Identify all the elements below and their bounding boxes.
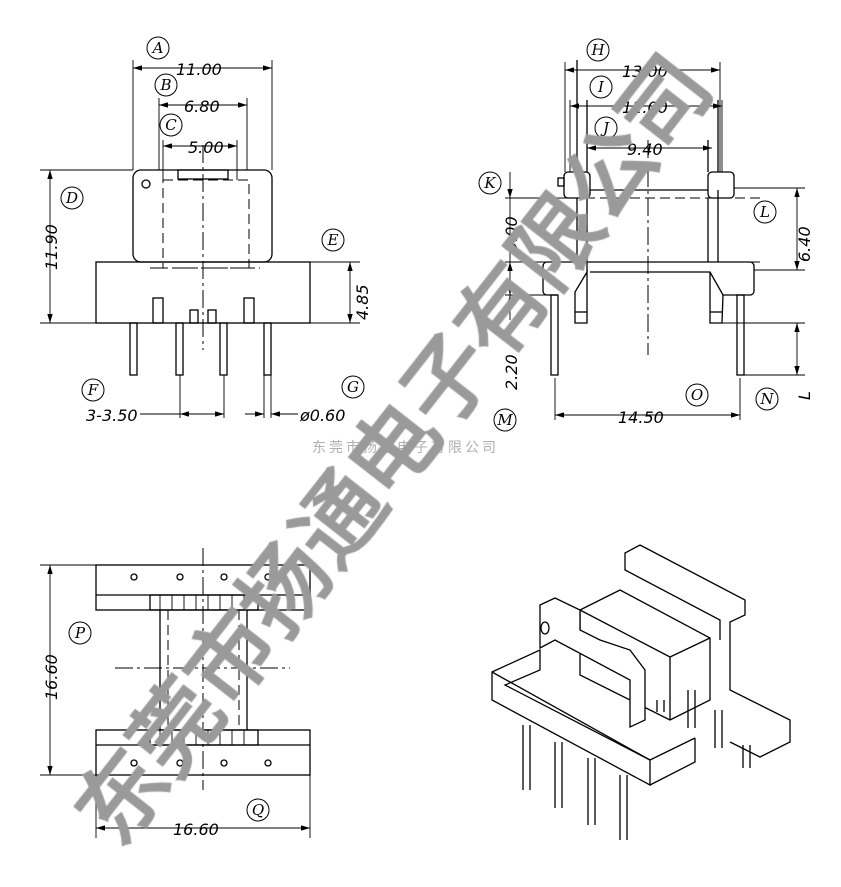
svg-text:F: F bbox=[87, 381, 99, 399]
dim-j: 9.40 bbox=[627, 140, 663, 159]
front-view: A B C D E F G 11.00 6.80 5.00 11.90 4.85… bbox=[40, 36, 372, 425]
label-d: D bbox=[60, 186, 84, 210]
dim-g: ø0.60 bbox=[299, 406, 345, 425]
svg-text:Q: Q bbox=[252, 801, 264, 819]
dim-m: 2.20 bbox=[502, 354, 521, 390]
bottom-view: P Q 16.60 16.60 bbox=[40, 548, 311, 839]
label-b: B bbox=[154, 73, 178, 97]
svg-text:G: G bbox=[347, 378, 359, 396]
side-view: H I J K L M N O 13.00 11.00 9.40 5.00 6.… bbox=[478, 38, 814, 432]
svg-text:C: C bbox=[165, 116, 177, 134]
svg-text:H: H bbox=[590, 41, 605, 59]
label-m: M bbox=[493, 408, 517, 432]
company-caption: 东莞市扬通电子有限公司 bbox=[312, 439, 499, 456]
dim-q: 16.60 bbox=[173, 820, 219, 839]
svg-text:D: D bbox=[65, 189, 78, 207]
label-p: P bbox=[68, 621, 92, 645]
svg-text:O: O bbox=[691, 386, 703, 404]
label-f: F bbox=[81, 378, 105, 402]
dim-n: L bbox=[795, 391, 814, 400]
label-i: I bbox=[589, 75, 613, 99]
dim-e: 4.85 bbox=[353, 284, 372, 320]
dim-o: 14.50 bbox=[618, 408, 664, 427]
dim-l: 6.40 bbox=[795, 226, 814, 262]
label-g: G bbox=[341, 375, 365, 399]
label-e: E bbox=[321, 228, 345, 252]
label-q: Q bbox=[246, 798, 270, 822]
dim-d: 11.90 bbox=[42, 224, 61, 270]
dim-c: 5.00 bbox=[188, 138, 224, 157]
svg-text:M: M bbox=[496, 411, 513, 429]
svg-text:N: N bbox=[759, 390, 774, 408]
dim-p: 16.60 bbox=[42, 654, 61, 700]
isometric-view bbox=[491, 544, 791, 840]
dim-h: 13.00 bbox=[622, 62, 668, 81]
label-k: K bbox=[478, 171, 502, 195]
label-c: C bbox=[159, 113, 183, 137]
label-o: O bbox=[685, 383, 709, 407]
label-h: H bbox=[586, 38, 610, 62]
label-a: A bbox=[146, 36, 170, 60]
svg-text:P: P bbox=[74, 624, 86, 642]
dim-i: 11.00 bbox=[622, 98, 668, 117]
svg-text:B: B bbox=[159, 76, 171, 94]
dim-a: 11.00 bbox=[176, 60, 222, 79]
dim-f: 3-3.50 bbox=[86, 406, 138, 425]
label-n: N bbox=[755, 387, 779, 411]
svg-text:E: E bbox=[327, 231, 339, 249]
dim-k: 5.00 bbox=[502, 216, 521, 252]
dim-b: 6.80 bbox=[184, 97, 220, 116]
label-l: L bbox=[753, 200, 777, 224]
svg-text:L: L bbox=[759, 203, 770, 221]
svg-text:I: I bbox=[597, 78, 605, 96]
label-j: J bbox=[594, 116, 618, 140]
svg-text:K: K bbox=[483, 174, 496, 192]
svg-text:A: A bbox=[151, 39, 164, 57]
